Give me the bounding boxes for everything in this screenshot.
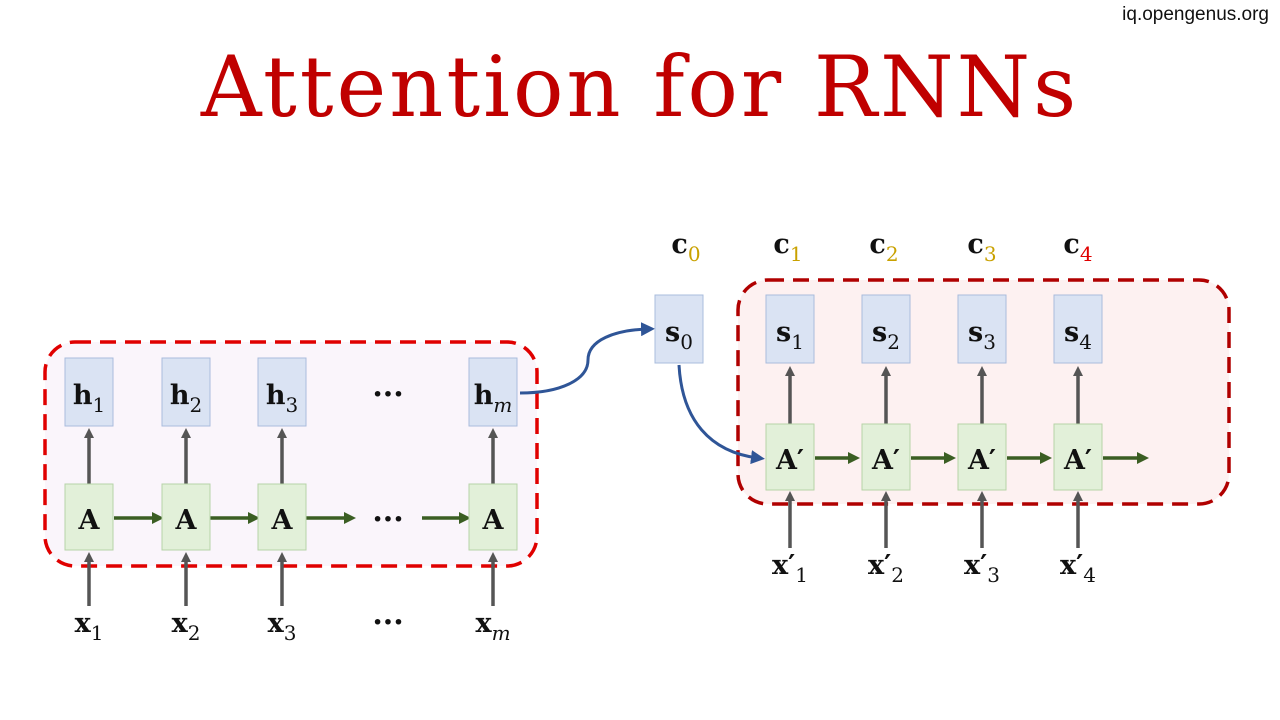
hm-to-s0-arrow (519, 322, 655, 395)
context-vector-label: c4 (1063, 229, 1092, 266)
page-title: Attention for RNNs (200, 38, 1080, 136)
ellipsis: ··· (372, 605, 403, 640)
initial-state-box (654, 294, 704, 364)
ellipsis: ··· (372, 502, 403, 537)
decoder-cell-label: A′ (871, 445, 900, 476)
context-vector-label: c3 (967, 229, 996, 266)
encoder-cell-label: A (482, 505, 505, 536)
encoder-cell-label: A (271, 505, 294, 536)
decoder-state-label: s3 (968, 317, 996, 354)
hidden-state-label: h2 (170, 380, 202, 417)
hidden-state-label: hm (474, 380, 513, 417)
context-vector-label: c0 (671, 229, 700, 266)
decoder-state-label: s4 (1064, 317, 1092, 354)
initial-state-label: s0 (665, 317, 693, 354)
s0-to-decoder-arrow (677, 364, 765, 465)
hidden-state-box (257, 357, 307, 427)
context-vector-label: c1 (773, 229, 802, 266)
hidden-state-label: h3 (266, 380, 298, 417)
decoder-cell-label: A′ (1063, 445, 1092, 476)
decoder-state-box (861, 294, 911, 364)
decoder-cell (861, 423, 911, 491)
decoder-state-box (957, 294, 1007, 364)
decoder-state-label: s2 (872, 317, 900, 354)
encoder-input-label: x1 (75, 608, 104, 645)
hidden-state-box (468, 357, 518, 427)
decoder-input-label: x′2 (868, 550, 904, 587)
encoder-input-label: x2 (172, 608, 201, 645)
hidden-state-box (161, 357, 211, 427)
encoder-cell (161, 483, 211, 551)
encoder-cell-label: A (175, 505, 198, 536)
encoder-cell-label: A (78, 505, 101, 536)
decoder-cell (957, 423, 1007, 491)
decoder-cell (1053, 423, 1103, 491)
decoder-cell-label: A′ (967, 445, 996, 476)
decoder-state-label: s1 (776, 317, 804, 354)
decoder-input-label: x′1 (772, 550, 808, 587)
encoder-cell (468, 483, 518, 551)
hidden-state-box (64, 357, 114, 427)
ellipsis: ··· (372, 377, 403, 412)
decoder-state-box (1053, 294, 1103, 364)
context-vector-label: c2 (869, 229, 898, 266)
encoder-input-label: xm (475, 608, 510, 645)
decoder-cell-label: A′ (775, 445, 804, 476)
decoder-state-box (765, 294, 815, 364)
hidden-state-label: h1 (73, 380, 105, 417)
decoder-input-label: x′4 (1060, 550, 1096, 587)
decoder-cell (765, 423, 815, 491)
encoder-cell (64, 483, 114, 551)
watermark: iq.opengenus.org (1122, 4, 1269, 25)
encoder-input-label: x3 (268, 608, 297, 645)
decoder-input-label: x′3 (964, 550, 1000, 587)
encoder-cell (257, 483, 307, 551)
